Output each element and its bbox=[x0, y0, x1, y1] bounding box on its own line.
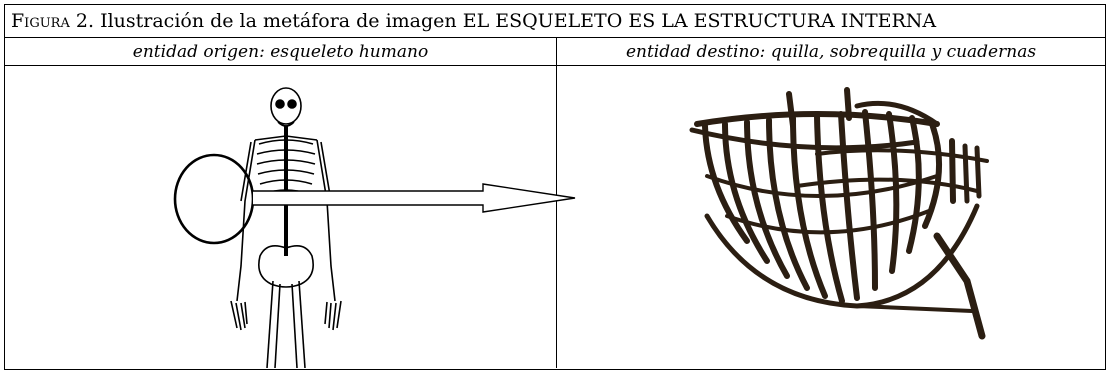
figure-caption: Figura 2. Ilustración de la metáfora de … bbox=[5, 5, 1105, 38]
skeleton-illustration bbox=[173, 87, 576, 369]
figure-table: Figura 2. Ilustración de la metáfora de … bbox=[4, 4, 1106, 370]
ship-cell bbox=[557, 66, 1105, 368]
target-entity-label: entidad destino: quilla, sobrequilla y c… bbox=[625, 41, 1037, 62]
source-entity-label: entidad origen: esqueleto humano bbox=[5, 38, 557, 65]
skeleton-cell bbox=[5, 66, 576, 369]
column-labels: entidad origen: esqueleto humano entidad… bbox=[5, 38, 1105, 66]
ship-frame-illustration bbox=[689, 87, 989, 340]
caption-prefix: Figura 2. bbox=[11, 10, 95, 32]
illustration-row bbox=[5, 66, 1105, 369]
caption-text: Ilustración de la metáfora de imagen EL … bbox=[100, 10, 937, 32]
